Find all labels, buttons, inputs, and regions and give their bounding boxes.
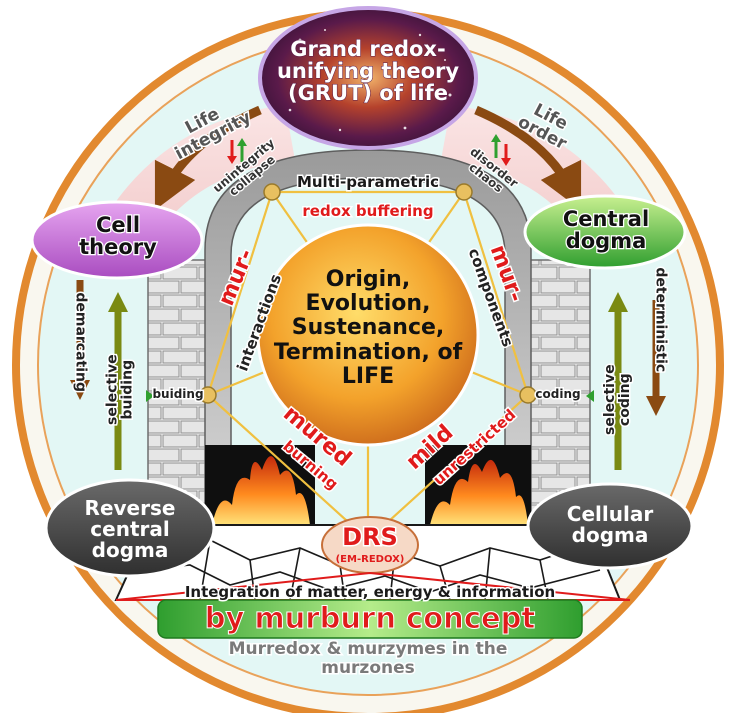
redox-buffering-label: redox buffering xyxy=(301,202,435,220)
selective-buiding-label: selective buiding xyxy=(103,353,137,427)
galaxy-stars xyxy=(288,29,452,132)
center-title: Origin, Evolution, Sustenance, Terminati… xyxy=(273,267,463,389)
murredox-label: Murredox & murzymes in the murzones xyxy=(227,638,509,679)
coding-arrow xyxy=(586,390,594,402)
buiding-label: buiding xyxy=(151,386,205,401)
arrow-life-integrity xyxy=(154,105,262,211)
grut-oval xyxy=(258,6,478,150)
cellular-dogma-oval xyxy=(526,482,694,570)
coding-label: coding xyxy=(534,386,582,401)
cellular-dogma-label: Cellular dogma xyxy=(566,502,654,547)
em-redox-label: (EM-REDOX) xyxy=(335,554,405,565)
murburn-concept-label: by murburn concept xyxy=(204,601,536,635)
flame-right xyxy=(430,459,528,525)
reverse-central-dogma-oval xyxy=(44,478,216,578)
pentagon-nodes xyxy=(199,183,537,404)
drs-label: DRS xyxy=(341,523,400,551)
grut-title: Grand redox-unifying theory (GRUT) of li… xyxy=(276,37,460,106)
integrity-arrows xyxy=(227,138,247,164)
selective-coding-label: selective coding xyxy=(600,363,634,437)
reverse-central-dogma-label: Reverse central dogma xyxy=(84,496,176,562)
cell-theory-oval xyxy=(30,200,204,280)
banner-triangle xyxy=(115,571,631,601)
multi-parametric-label: Multi-parametric xyxy=(295,173,440,191)
flame-left xyxy=(212,456,310,525)
murburn-banner xyxy=(157,599,583,639)
deterministic-label: deterministic xyxy=(651,266,670,374)
cell-theory-label: Cell theory xyxy=(78,213,158,260)
center-circle xyxy=(256,223,480,447)
buiding-arrow xyxy=(146,390,154,402)
left-vertical-arrows xyxy=(70,280,128,470)
arch xyxy=(204,149,532,521)
central-dogma-oval xyxy=(523,194,687,270)
order-arrows xyxy=(491,134,511,166)
integration-label: Integration of matter, energy & informat… xyxy=(183,583,556,601)
demarcating-label: demarcating xyxy=(71,291,90,394)
central-dogma-label: Central dogma xyxy=(562,207,651,254)
arrow-life-order xyxy=(474,105,582,211)
right-vertical-arrows xyxy=(608,292,666,470)
